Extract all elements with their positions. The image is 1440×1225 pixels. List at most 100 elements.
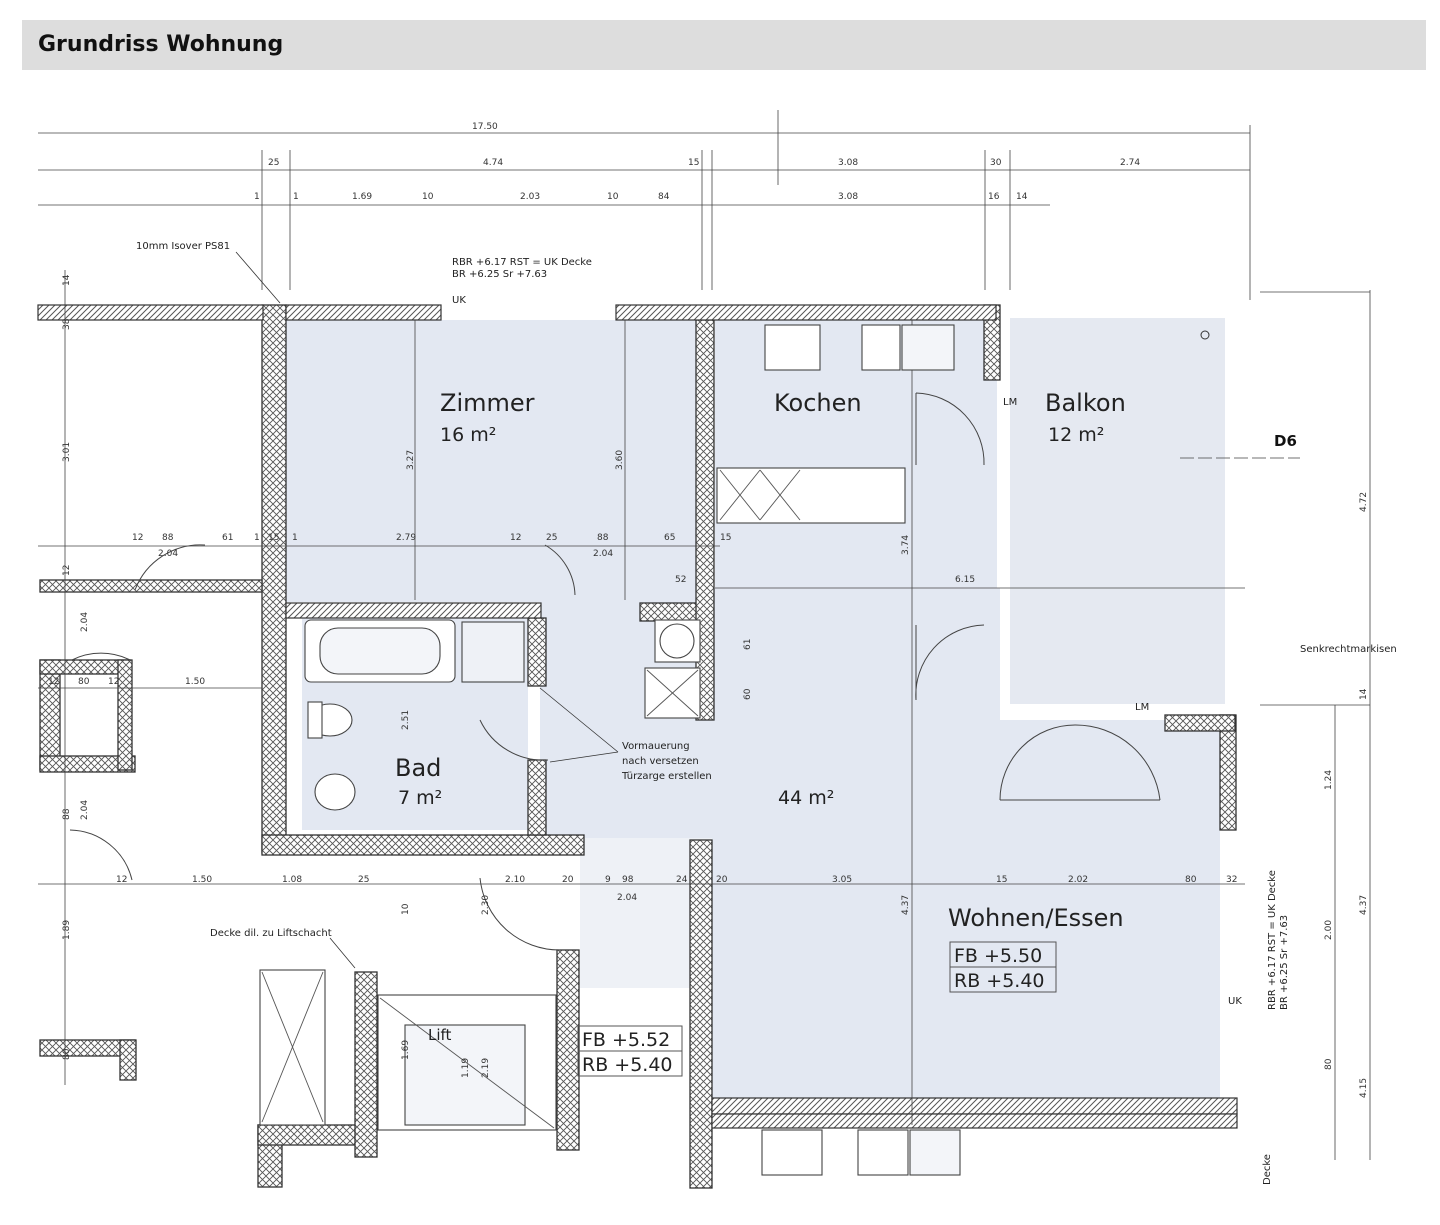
dim-bottom: 1.08 [282,875,302,885]
dim-row2: 14 [1016,192,1028,202]
section-marker-d6: D6 [1274,432,1297,450]
dim-inner-v: 2.19 [481,1058,491,1078]
dim-left-v: 2.04 [80,612,90,632]
dim-bottom-sub: 2.04 [617,893,637,903]
washbasin [314,773,356,811]
room-lift-name: Lift [428,1026,452,1044]
room-balkon-area: 12 m² [1048,424,1104,446]
dim-bottom: 32 [1226,875,1237,885]
dim-right-v: 80 [1324,1058,1334,1070]
note-isover: 10mm Isover PS81 [136,241,230,252]
dim-row1: 4.74 [483,158,503,168]
dim-bottom: 80 [1185,875,1197,885]
dim-bottom: 3.05 [832,875,852,885]
room-wohnen-fill [712,720,1220,1098]
hatched-walls [37,304,1238,1129]
note-vormauerung-2: nach versetzen [622,756,699,767]
dim-left-v: 38 [62,318,72,330]
room-zimmer-area: 16 m² [440,424,496,446]
note-rbr-right-1: RBR +6.17 RST = UK Decke [1267,870,1278,1010]
room-wohnen-name: Wohnen/Essen [948,904,1124,932]
dim-row2: 3.08 [838,192,858,202]
dim-bottom: 20 [716,875,728,885]
level-entry-rb: RB +5.40 [582,1054,673,1076]
dim-wohnen-width: 6.15 [955,575,975,585]
room-main-area: 44 m² [778,787,834,809]
dim-left-v: 80 [62,1048,72,1060]
label-lm-2: LM [1135,702,1149,713]
room-bad-name: Bad [395,754,441,782]
room-kochen-fill [715,320,997,588]
shower [461,621,525,683]
dim-mid: 61 [222,533,233,543]
dim-bottom: 24 [676,875,688,885]
note-rbr-1: RBR +6.17 RST = UK Decke [452,257,592,268]
note-decke: Decke dil. zu Liftschacht [210,928,332,939]
dim-bottom: 98 [622,875,634,885]
dim-mid: 25 [546,533,557,543]
drain-symbol [1200,330,1210,340]
label-uk-2: UK [1228,996,1242,1007]
dim-row-left: 1.50 [185,677,205,687]
dim-row2: 84 [658,192,670,202]
note-vormauerung-3: Türzarge erstellen [621,771,712,782]
dim-mid: 2.79 [396,533,416,543]
dim-row1: 15 [688,158,699,168]
dim-inner-v: 3.74 [901,535,911,555]
dim-mid: 88 [597,533,609,543]
dim-right-v: 4.72 [1359,492,1369,512]
dim-row1: 2.74 [1120,158,1140,168]
room-balkon-name: Balkon [1045,389,1126,417]
dim-mid: 15 [720,533,731,543]
level-entry-fb: FB +5.52 [582,1029,670,1051]
fixtures [259,324,961,1176]
page-title: Grundriss Wohnung [38,32,284,57]
page-header: Grundriss Wohnung [22,20,1426,70]
dim-mid: 1 [254,533,260,543]
dim-left-v: 14 [62,274,72,286]
dim-inner-v: 2.30 [481,895,491,915]
label-uk: UK [452,295,466,306]
dim-bottom: 2.02 [1068,875,1088,885]
dimension-texts: 17.50 25 4.74 15 3.08 30 2.74 1 1 1.69 1… [48,122,1369,1098]
dim-mid: 65 [664,533,675,543]
fixture-crosses [261,469,801,1129]
note-vormauerung-1: Vormauerung [622,741,690,752]
dim-row1: 30 [990,158,1002,168]
dim-inner-v: 60 [743,688,753,700]
dim-inner-v: 61 [743,639,753,650]
dim-bottom: 15 [996,875,1007,885]
kitchen-sink [861,324,901,371]
dim-row2: 1 [254,192,260,202]
dim-left-v: 1.89 [62,920,72,940]
level-boxes [577,941,1057,1077]
dim-left-v: 12 [62,565,72,576]
dim-right-v: 1.24 [1324,770,1334,790]
label-lm-1: LM [1003,397,1017,408]
dim-inner-v: 3.60 [615,450,625,470]
dim-bottom: 12 [116,875,127,885]
dim-left-v: 2.04 [80,800,90,820]
dim-mid-sub: 2.04 [158,549,178,559]
walls [39,304,1237,1189]
note-leaders [235,251,619,969]
room-kochen-name: Kochen [774,389,862,417]
dim-row2: 2.03 [520,192,540,202]
dim-mid: 15 [268,533,279,543]
dim-mid: 12 [132,533,143,543]
dim-mid-sub: 2.04 [593,549,613,559]
dim-row-left: 80 [78,677,90,687]
dim-row1: 25 [268,158,279,168]
dim-bottom: 1.50 [192,875,212,885]
dim-row-left: 12 [108,677,119,687]
dim-inner-v: 1.19 [461,1058,471,1078]
room-balkon-fill [1010,318,1225,704]
note-rbr-2: BR +6.25 Sr +7.63 [452,269,547,280]
dim-top-total: 17.50 [472,122,498,132]
dim-bottom: 9 [605,875,611,885]
dim-row2: 1.69 [352,192,372,202]
note-senkrecht: Senkrechtmarkisen [1300,644,1397,655]
room-zimmer-fill [286,320,698,602]
note-decke-right: Decke [1262,1154,1273,1185]
dim-mid: 1 [292,533,298,543]
